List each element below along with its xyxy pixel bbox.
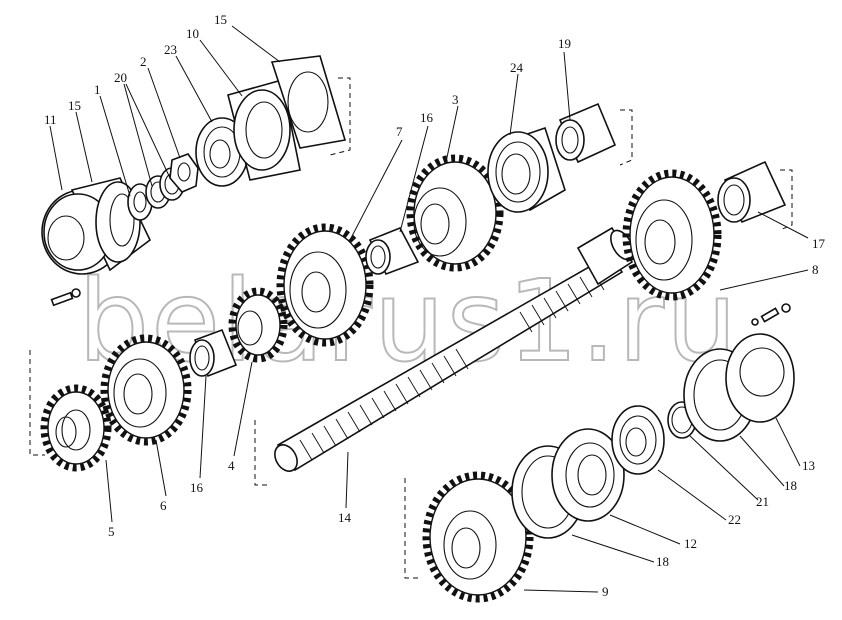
axis-guides — [29, 77, 793, 579]
callout-17: 17 — [812, 236, 826, 251]
callout-2: 2 — [140, 54, 147, 69]
callout-3: 3 — [452, 92, 459, 107]
cover-13 — [725, 333, 795, 423]
gear-6 — [100, 334, 192, 446]
callout-12: 12 — [684, 536, 697, 551]
callout-10: 10 — [186, 26, 199, 41]
nut-2 — [169, 153, 199, 193]
bushing-16-lower — [189, 328, 238, 378]
callout-13: 13 — [802, 458, 815, 473]
watermark: belarus1.ru — [78, 257, 739, 387]
callout-24: 24 — [510, 60, 524, 75]
gasket-15-upper — [270, 55, 347, 149]
cover-12 — [551, 428, 625, 522]
callout-7: 7 — [396, 124, 403, 139]
gear-4 — [228, 287, 288, 363]
gear-5 — [40, 384, 112, 472]
bolt-left — [50, 288, 81, 307]
bushing-17 — [717, 160, 787, 224]
callout-4: 4 — [228, 458, 235, 473]
gear-9 — [422, 471, 534, 603]
bolt-right — [751, 303, 791, 326]
callout-22: 22 — [728, 512, 741, 527]
bearing-24 — [487, 126, 566, 213]
callout-15-top: 15 — [214, 12, 227, 27]
gear-7 — [276, 223, 374, 347]
bushing-16-upper — [365, 226, 420, 276]
callout-6: 6 — [160, 498, 167, 513]
callout-9: 9 — [602, 584, 609, 599]
callout-23: 23 — [164, 42, 177, 57]
gear-8 — [622, 169, 722, 301]
callout-1: 1 — [94, 82, 101, 97]
callout-21: 21 — [756, 494, 769, 509]
cover-10 — [227, 78, 301, 181]
callouts: 11 15 1 20 2 23 10 15 7 16 3 24 19 17 8 … — [44, 12, 826, 599]
callout-15-left: 15 — [68, 98, 81, 113]
gear-3 — [406, 154, 504, 272]
callout-14: 14 — [338, 510, 352, 525]
callout-18-lower: 18 — [656, 554, 669, 569]
bearing-22 — [611, 405, 665, 475]
callout-19: 19 — [558, 36, 571, 51]
callout-16-lower: 16 — [190, 480, 204, 495]
callout-8: 8 — [812, 262, 819, 277]
callout-16-upper: 16 — [420, 110, 434, 125]
callout-11: 11 — [44, 112, 57, 127]
callout-20: 20 — [114, 70, 127, 85]
callout-18-upper: 18 — [784, 478, 797, 493]
callout-5: 5 — [108, 524, 115, 539]
leader-lines — [49, 25, 809, 593]
bushing-19 — [555, 102, 617, 164]
